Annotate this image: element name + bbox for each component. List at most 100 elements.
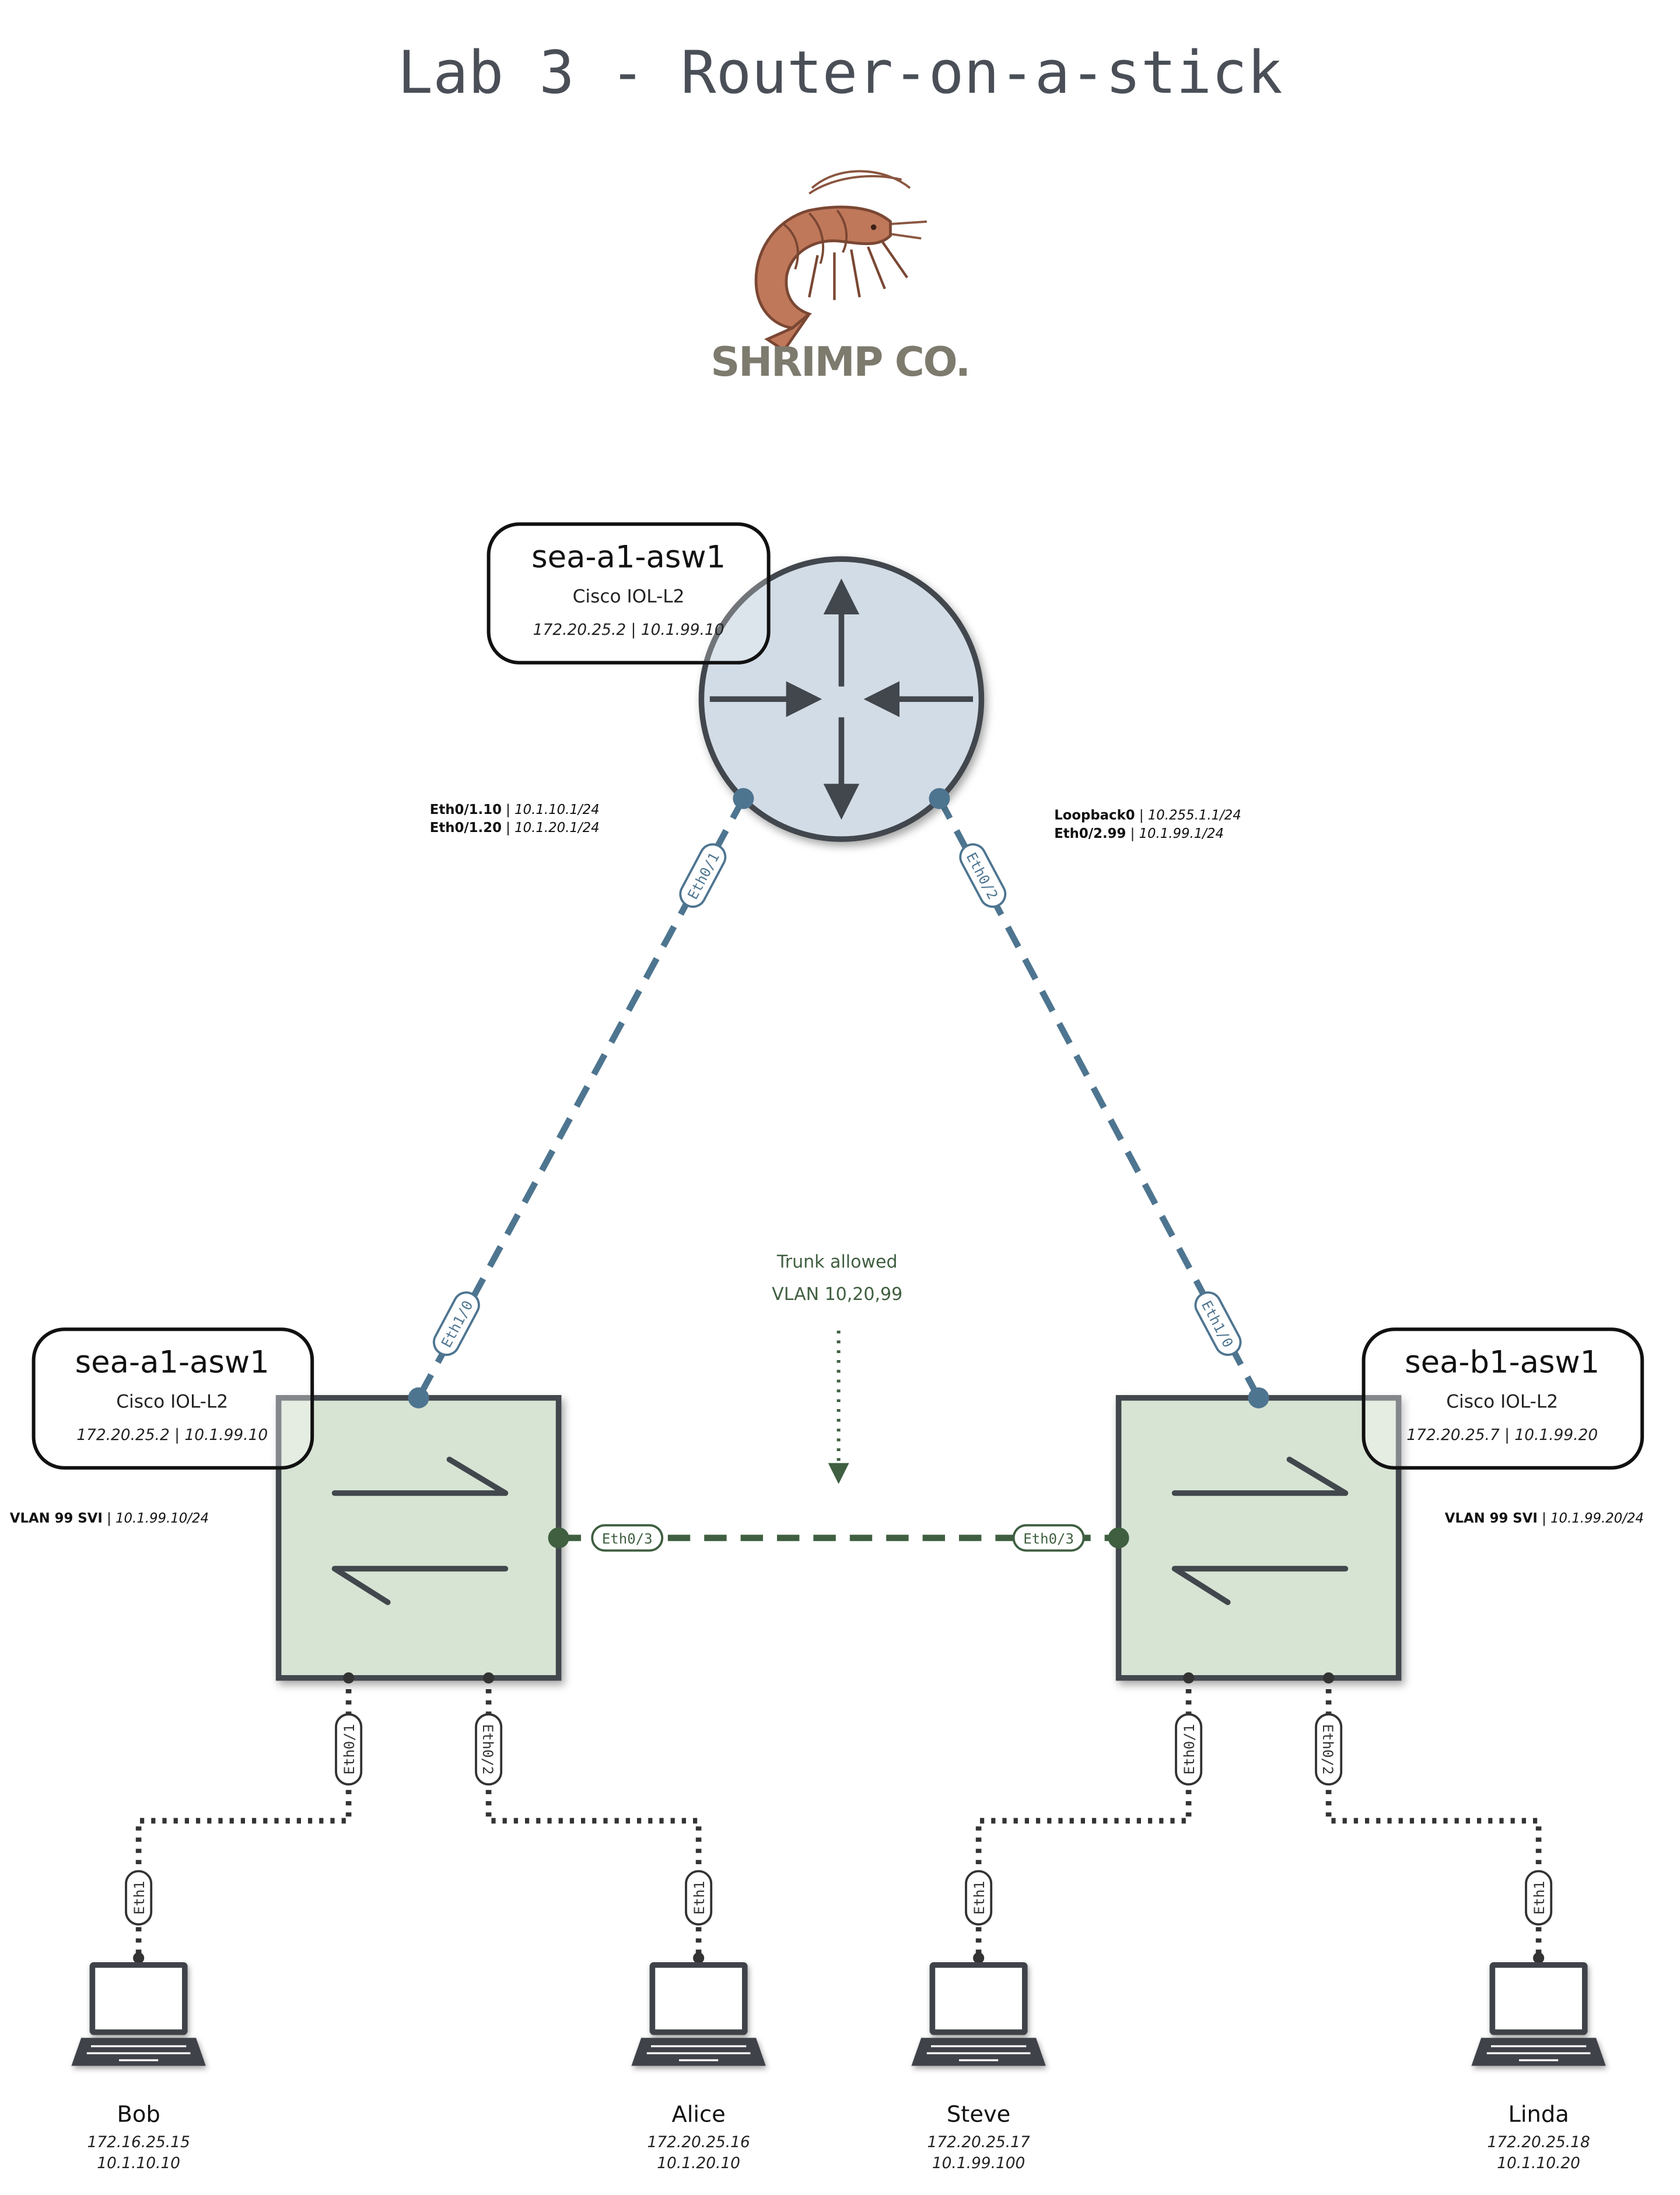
svg-text:Eth1: Eth1 <box>1531 1881 1548 1915</box>
switch-icon <box>275 1394 562 1681</box>
company-logo: SHRIMP CO. <box>710 170 971 386</box>
port-pill: Eth0/3 <box>591 1524 664 1552</box>
host-steve[interactable]: Steve 172.20.25.17 10.1.99.100 <box>911 1962 1046 2172</box>
port-pill: Eth0/1 <box>1175 1713 1203 1786</box>
port-pill: Eth1 <box>685 1870 713 1926</box>
svg-text:Eth0/3: Eth0/3 <box>602 1530 653 1547</box>
switch-icon <box>1115 1394 1402 1681</box>
svg-text:Eth1: Eth1 <box>131 1881 148 1915</box>
port-pill: Eth0/1 <box>335 1713 363 1786</box>
svg-text:Eth0/1: Eth0/1 <box>341 1724 358 1775</box>
switch-b-name: sea-b1-asw1 <box>1405 1345 1600 1380</box>
laptop-icon <box>71 1962 206 2066</box>
host-name: Bob <box>117 2102 160 2128</box>
router-model: Cisco IOL-L2 <box>573 586 685 607</box>
port-pill: Eth1 <box>125 1870 153 1926</box>
switch-a-port-eth0-3[interactable] <box>548 1527 569 1549</box>
switch-b-port-eth0-2[interactable] <box>1323 1672 1335 1684</box>
port-dots <box>133 788 1545 1964</box>
laptop-icon <box>1471 1962 1606 2066</box>
access-link-steve <box>975 1677 1192 1958</box>
switch-b-svi: VLAN 99 SVI | 10.1.99.20/24 <box>1445 1511 1644 1526</box>
laptop-icon <box>911 1962 1046 2066</box>
switch-a-svi: VLAN 99 SVI | 10.1.99.10/24 <box>10 1511 209 1526</box>
host-ip1: 172.20.25.16 <box>647 2133 750 2151</box>
router-name: sea-a1-asw1 <box>531 540 726 575</box>
svg-text:Eth1: Eth1 <box>971 1881 988 1915</box>
router-right-if-2: Eth0/2.99 | 10.1.99.1/24 <box>1054 826 1224 841</box>
port-pill: Eth0/2 <box>475 1713 503 1786</box>
port-pill: Eth0/2 <box>1315 1713 1343 1786</box>
router-port-eth0-1[interactable] <box>733 788 754 809</box>
svg-text:Eth0/1: Eth0/1 <box>1181 1724 1198 1775</box>
switch-b-device[interactable] <box>1115 1394 1402 1681</box>
svg-text:Eth0/2: Eth0/2 <box>480 1724 496 1775</box>
switch-b-port-eth1-0[interactable] <box>1248 1387 1269 1408</box>
switch-b-label: sea-b1-asw1 Cisco IOL-L2 172.20.25.7 | 1… <box>1362 1327 1644 1470</box>
switch-a-port-eth0-1[interactable] <box>343 1672 355 1684</box>
trunk-note-line1: Trunk allowed <box>776 1252 898 1273</box>
uplink-links <box>415 797 1262 1400</box>
switch-b-ips: 172.20.25.7 | 10.1.99.20 <box>1406 1426 1598 1444</box>
router-left-interfaces: Eth0/1.10 | 10.1.10.1/24 Eth0/1.20 | 10.… <box>430 802 600 836</box>
router-icon <box>698 556 985 842</box>
svg-text:Eth0/3: Eth0/3 <box>1023 1530 1074 1547</box>
host-name: Linda <box>1508 2102 1569 2128</box>
switch-b-port-eth0-3[interactable] <box>1108 1527 1129 1549</box>
router-port-eth0-2[interactable] <box>929 788 950 809</box>
port-labels: Eth0/1 Eth0/2 Eth1/0 Eth1/0 Eth0/3 Eth0/… <box>125 843 1553 1926</box>
port-pill: Eth1/0 <box>1194 1291 1242 1356</box>
switch-a-port-eth0-2[interactable] <box>483 1672 495 1684</box>
router-left-if-2: Eth0/1.20 | 10.1.20.1/24 <box>430 820 600 836</box>
host-ip1: 172.16.25.15 <box>87 2133 190 2151</box>
brand-name: SHRIMP CO. <box>710 338 969 386</box>
svg-text:Eth1: Eth1 <box>691 1881 708 1915</box>
host-ip1: 172.20.25.17 <box>927 2133 1030 2151</box>
router-right-interfaces: Loopback0 | 10.255.1.1/24 Eth0/2.99 | 10… <box>1054 808 1241 841</box>
switch-b-model: Cisco IOL-L2 <box>1446 1392 1558 1413</box>
host-ip2: 10.1.20.10 <box>657 2154 740 2172</box>
switch-a-ips: 172.20.25.2 | 10.1.99.10 <box>76 1426 268 1444</box>
host-alice[interactable]: Alice 172.20.25.16 10.1.20.10 <box>631 1962 766 2172</box>
shrimp-icon <box>754 170 927 352</box>
linda-port-eth1[interactable] <box>1533 1952 1545 1964</box>
host-ip2: 10.1.10.20 <box>1497 2154 1580 2172</box>
trunk-link: Trunk allowed VLAN 10,20,99 <box>558 1252 1119 1542</box>
switch-a-name: sea-a1-asw1 <box>75 1345 270 1380</box>
port-pill: Eth0/2 <box>959 843 1007 908</box>
trunk-note-line2: VLAN 10,20,99 <box>772 1284 902 1305</box>
router-label: sea-a1-asw1 Cisco IOL-L2 172.20.25.2 | 1… <box>487 522 771 665</box>
steve-port-eth1[interactable] <box>973 1952 985 1964</box>
alice-port-eth1[interactable] <box>693 1952 705 1964</box>
page-title: Lab 3 - Router-on-a-stick <box>397 38 1282 107</box>
switch-b-port-eth0-1[interactable] <box>1183 1672 1195 1684</box>
port-pill: Eth0/1 <box>679 843 727 908</box>
switch-a-device[interactable] <box>275 1394 562 1681</box>
router-device[interactable] <box>698 556 985 842</box>
host-linda[interactable]: Linda 172.20.25.18 10.1.10.20 <box>1471 1962 1606 2172</box>
switch-a-model: Cisco IOL-L2 <box>116 1392 228 1413</box>
switch-a-label: sea-a1-asw1 Cisco IOL-L2 172.20.25.2 | 1… <box>32 1327 314 1470</box>
host-ip2: 10.1.10.10 <box>97 2154 180 2172</box>
host-ip1: 172.20.25.18 <box>1487 2133 1590 2151</box>
host-name: Alice <box>671 2102 725 2128</box>
port-pill: Eth1/0 <box>432 1291 480 1356</box>
router-right-if-1: Loopback0 | 10.255.1.1/24 <box>1054 808 1241 823</box>
host-name: Steve <box>947 2102 1010 2128</box>
laptop-icon <box>631 1962 766 2066</box>
access-link-bob <box>135 1677 352 1958</box>
port-pill: Eth0/3 <box>1012 1524 1085 1552</box>
router-ips: 172.20.25.2 | 10.1.99.10 <box>533 621 724 639</box>
svg-text:Eth0/2: Eth0/2 <box>1320 1724 1336 1775</box>
bob-port-eth1[interactable] <box>133 1952 145 1964</box>
router-left-if-1: Eth0/1.10 | 10.1.10.1/24 <box>430 802 600 817</box>
host-bob[interactable]: Bob 172.16.25.15 10.1.10.10 <box>71 1962 206 2172</box>
access-link-linda <box>1325 1677 1542 1958</box>
port-pill: Eth1 <box>965 1870 993 1926</box>
port-pill: Eth1 <box>1525 1870 1553 1926</box>
switch-a-port-eth1-0[interactable] <box>408 1387 429 1408</box>
access-link-alice <box>485 1677 702 1958</box>
host-ip2: 10.1.99.100 <box>932 2154 1026 2172</box>
